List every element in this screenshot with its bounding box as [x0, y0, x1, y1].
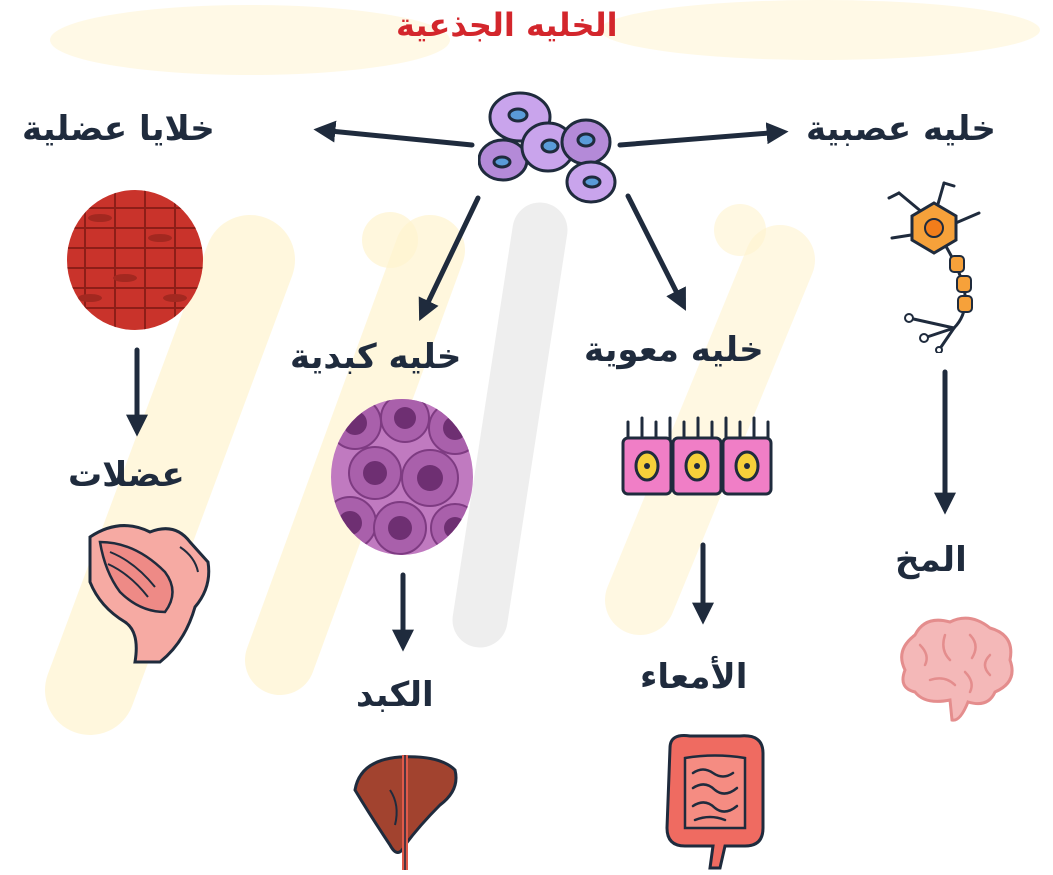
muscle-arm-icon [80, 512, 215, 667]
intestines-icon [655, 728, 775, 873]
nerve-cell-icon [884, 178, 994, 353]
intestinal-cell-icon [620, 410, 775, 498]
arrow-to-muscle-cells [320, 130, 472, 145]
brain-label: المخ [895, 543, 967, 577]
liver-cell-label: خليه كبدية [290, 340, 461, 374]
intestinal-cell-label: خليه معوية [584, 333, 764, 367]
brain-icon [890, 610, 1020, 725]
arrow-to-liver-cell [422, 198, 478, 315]
stem-cell-icon [478, 82, 628, 212]
muscle-cell-icon [65, 188, 205, 333]
arrow-to-intestinal-cell [628, 196, 683, 305]
muscles-label: عضلات [68, 458, 185, 492]
liver-label: الكبد [356, 678, 434, 712]
nerve-cell-label: خليه عصبية [806, 112, 996, 146]
muscle-cells-label: خلايا عضلية [22, 112, 215, 146]
liver-organ-icon [350, 745, 460, 870]
arrow-to-nerve-cell [620, 132, 782, 145]
diagram-title: الخليه الجذعية [396, 9, 618, 41]
intestines-label: الأمعاء [640, 660, 747, 694]
liver-cell-icon [330, 398, 475, 556]
